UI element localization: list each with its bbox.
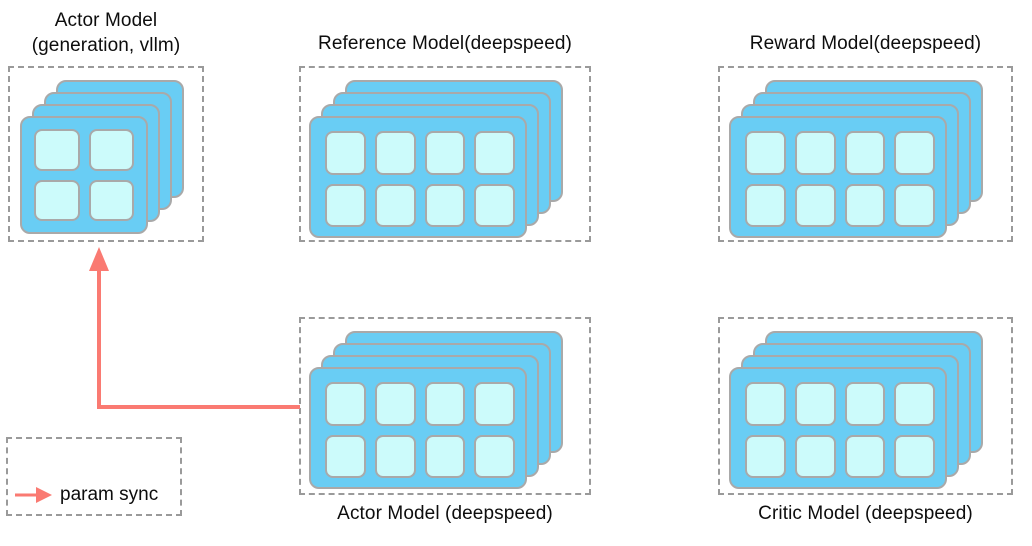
card-cell: [325, 434, 366, 478]
card-cell: [745, 183, 786, 227]
card-cell-grid: [745, 131, 935, 227]
card-cell: [894, 131, 935, 175]
caption-reference-model: Reference Model(deepspeed): [318, 33, 572, 54]
card-cell: [474, 434, 515, 478]
group-reward-model[interactable]: [718, 66, 1013, 242]
card-cell: [794, 434, 836, 478]
legend-box: [6, 437, 182, 516]
card-cell: [894, 183, 935, 227]
card-cell-grid: [325, 131, 515, 227]
card-stack-actor-vllm: [10, 68, 206, 244]
param-sync-arrowhead-icon: [89, 247, 109, 271]
card-cell: [424, 382, 466, 426]
card-cell: [844, 183, 886, 227]
card-cell: [745, 382, 786, 426]
card-layer-1: [729, 116, 947, 238]
card-cell: [374, 434, 416, 478]
group-actor-deepspeed[interactable]: [299, 317, 591, 495]
card-cell: [844, 382, 886, 426]
card-cell: [794, 131, 836, 175]
group-reference-model[interactable]: [299, 66, 591, 242]
card-cell: [88, 129, 134, 171]
card-cell: [374, 382, 416, 426]
group-actor-vllm[interactable]: [8, 66, 204, 242]
card-cell: [325, 183, 366, 227]
card-cell: [474, 183, 515, 227]
caption-critic-model: Critic Model (deepspeed): [758, 503, 973, 524]
card-cell: [794, 382, 836, 426]
card-stack-critic-model: [720, 319, 1015, 497]
card-cell: [325, 131, 366, 175]
card-layer-1: [309, 116, 527, 238]
card-cell: [424, 183, 466, 227]
caption-reward-model: Reward Model(deepspeed): [749, 33, 982, 54]
card-stack-reference-model: [301, 68, 593, 244]
card-layer-1: [729, 367, 947, 489]
param-sync-arrow-path: [97, 262, 300, 409]
card-stack-reward-model: [720, 68, 1015, 244]
card-cell: [474, 382, 515, 426]
card-stack-actor-deepspeed: [301, 319, 593, 497]
card-cell: [894, 434, 935, 478]
card-cell: [34, 179, 80, 221]
caption-actor-deepspeed: Actor Model (deepspeed): [337, 503, 553, 524]
card-layer-1: [309, 367, 527, 489]
card-cell: [374, 183, 416, 227]
card-cell: [844, 131, 886, 175]
card-layer-1: [20, 116, 148, 234]
card-cell-grid: [745, 382, 935, 478]
group-critic-model[interactable]: [718, 317, 1013, 495]
card-cell: [424, 131, 466, 175]
card-cell: [424, 434, 466, 478]
card-cell: [794, 183, 836, 227]
card-cell: [745, 131, 786, 175]
card-cell-grid: [325, 382, 515, 478]
card-cell-grid: [34, 129, 134, 221]
card-cell: [88, 179, 134, 221]
card-cell: [474, 131, 515, 175]
caption-actor-vllm: Actor Model (generation, vllm): [31, 10, 181, 56]
card-cell: [894, 382, 935, 426]
card-cell: [34, 129, 80, 171]
card-cell: [745, 434, 786, 478]
card-cell: [325, 382, 366, 426]
card-cell: [844, 434, 886, 478]
legend-item-label: param sync: [60, 484, 159, 505]
card-cell: [374, 131, 416, 175]
